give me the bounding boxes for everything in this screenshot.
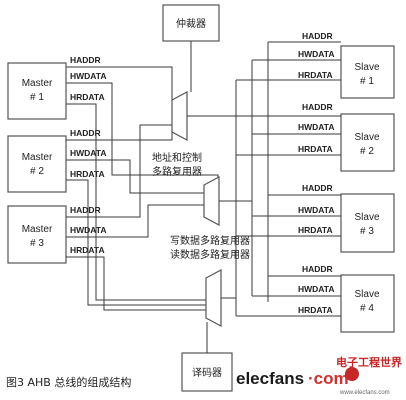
watermark-logo: elecfans ·com 电子工程世界 www.elecfans.com <box>236 355 402 396</box>
watermark-brand-a: elecfans <box>236 369 304 388</box>
m1-haddr-label: HADDR <box>70 55 101 65</box>
m2-haddr-label: HADDR <box>70 128 101 138</box>
s4-hwdata-label: HWDATA <box>298 284 335 294</box>
s1-hwdata-label: HWDATA <box>298 49 335 59</box>
decoder-label: 译码器 <box>192 367 222 379</box>
slave-wires <box>235 41 341 317</box>
slave-4-num: # 4 <box>360 303 374 314</box>
s3-hrdata-label: HRDATA <box>298 225 333 235</box>
arbiter-box <box>162 4 220 42</box>
slave-4-name: Slave <box>354 289 379 300</box>
slave-3-name: Slave <box>354 212 379 223</box>
slave-2-num: # 2 <box>360 146 374 157</box>
master-1-num: # 1 <box>30 92 44 103</box>
bus-wires <box>187 60 269 302</box>
s4-hrdata-label: HRDATA <box>298 305 333 315</box>
write-mux-label: 写数据多路复用器 <box>170 234 250 247</box>
master-3-name: Master <box>22 224 53 235</box>
s2-hrdata-label: HRDATA <box>298 144 333 154</box>
m1-hwdata-label: HWDATA <box>70 71 107 81</box>
master-3: Master # 3 <box>7 205 67 264</box>
addr-mux-label-1: 地址和控制 <box>152 151 202 164</box>
slave-4: Slave # 4 <box>340 274 395 333</box>
decoder-box <box>181 352 233 392</box>
m1-hrdata-label: HRDATA <box>70 92 105 102</box>
slave-1-name: Slave <box>354 62 379 73</box>
read-mux-label: 读数据多路复用器 <box>170 248 250 261</box>
write-data-mux <box>203 176 220 226</box>
slave-2: Slave # 2 <box>340 113 395 172</box>
watermark-cn: 电子工程世界 <box>336 355 402 369</box>
slave-2-name: Slave <box>354 132 379 143</box>
s2-haddr-label: HADDR <box>302 102 333 112</box>
s1-hrdata-label: HRDATA <box>298 70 333 80</box>
watermark-url: www.elecfans.com <box>339 390 390 396</box>
slave-1-num: # 1 <box>360 76 374 87</box>
master-1-name: Master <box>22 78 53 89</box>
master-1: Master # 1 <box>7 62 67 120</box>
master-3-num: # 3 <box>30 238 44 249</box>
s3-haddr-label: HADDR <box>302 183 333 193</box>
address-control-mux <box>171 91 188 141</box>
master-wires <box>66 66 219 311</box>
s4-haddr-label: HADDR <box>302 264 333 274</box>
m3-haddr-label: HADDR <box>70 205 101 215</box>
slave-3: Slave # 3 <box>340 193 395 253</box>
m3-hrdata-label: HRDATA <box>70 245 105 255</box>
m2-hrdata-label: HRDATA <box>70 169 105 179</box>
master-2-name: Master <box>22 152 53 163</box>
m2-hwdata-label: HWDATA <box>70 148 107 158</box>
slave-1: Slave # 1 <box>340 45 395 99</box>
s2-hwdata-label: HWDATA <box>298 122 335 132</box>
arbiter-label: 仲裁器 <box>176 17 206 30</box>
watermark-emblem-icon <box>345 367 359 381</box>
s1-haddr-label: HADDR <box>302 31 333 41</box>
master-2: Master # 2 <box>7 135 67 193</box>
figure-caption: 图3 AHB 总线的组成结构 <box>6 375 131 389</box>
s3-hwdata-label: HWDATA <box>298 205 335 215</box>
master-2-num: # 2 <box>30 166 44 177</box>
slave-3-num: # 3 <box>360 226 374 237</box>
watermark-brand-b: ·com <box>308 369 349 388</box>
addr-mux-label-2: 多路复用器 <box>152 165 202 178</box>
read-data-mux <box>205 269 222 327</box>
